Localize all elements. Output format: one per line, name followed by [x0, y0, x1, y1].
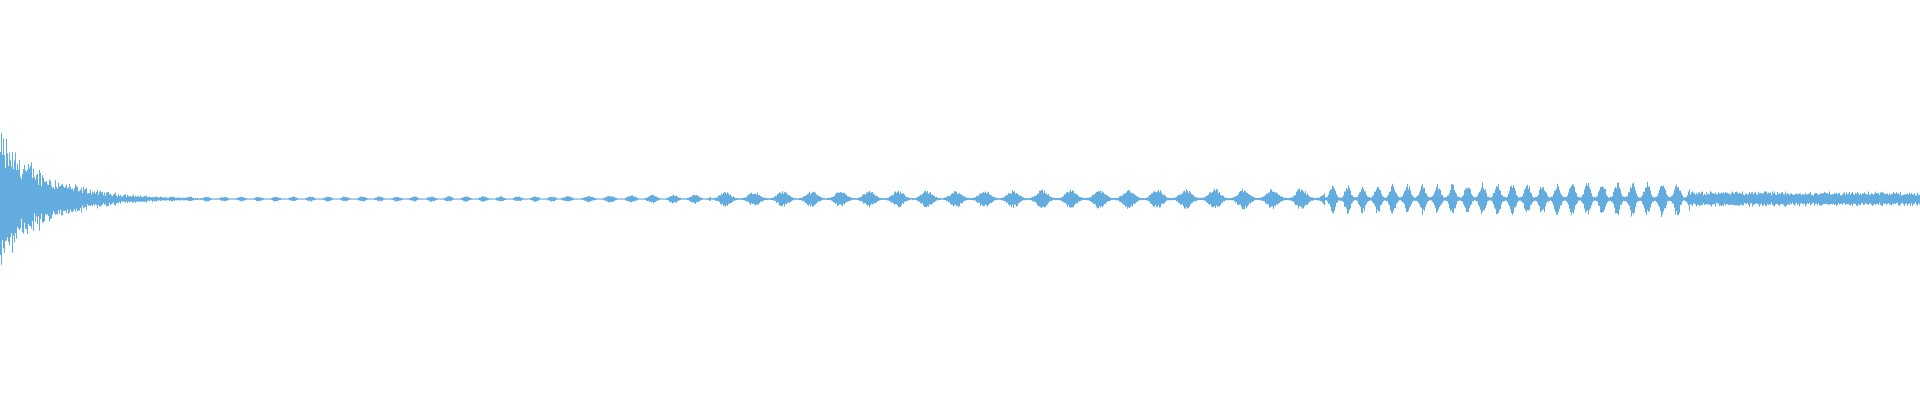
audio-waveform [0, 132, 1920, 265]
waveform-view [0, 132, 1920, 265]
